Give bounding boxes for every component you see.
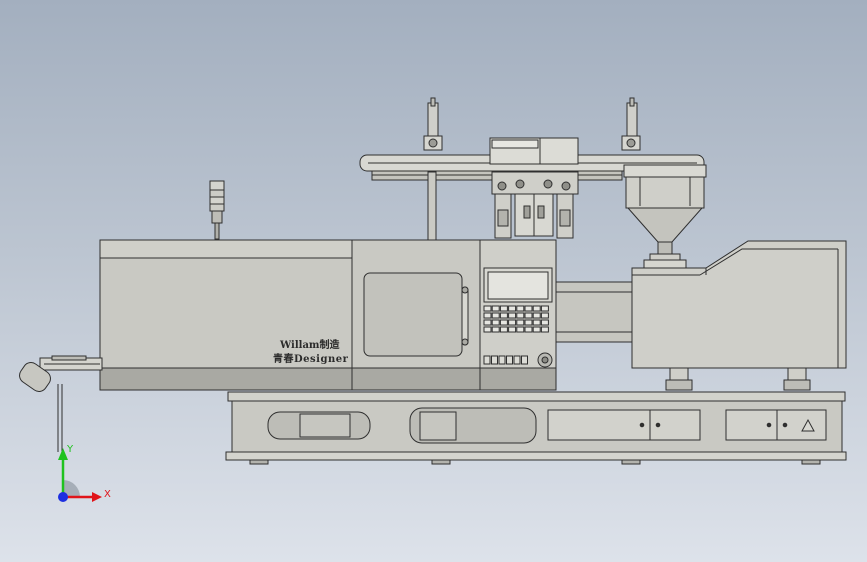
keypad-function-key bbox=[506, 355, 513, 365]
keypad-key bbox=[540, 305, 549, 312]
keypad-function-key bbox=[491, 355, 498, 365]
conveyor bbox=[19, 355, 103, 452]
keypad-key bbox=[491, 319, 500, 326]
brand-line-1: Willam制造 bbox=[279, 338, 341, 351]
origin-icon bbox=[58, 492, 68, 502]
keypad-key bbox=[516, 312, 525, 319]
injection-unit bbox=[554, 240, 847, 391]
keypad-key bbox=[508, 319, 517, 326]
keypad-key bbox=[491, 312, 500, 319]
keypad-key bbox=[499, 326, 508, 333]
keypad-key bbox=[540, 326, 549, 333]
control-panel bbox=[479, 239, 557, 391]
keypad-key bbox=[524, 312, 533, 319]
y-axis-label: Y bbox=[66, 444, 74, 455]
material-hopper bbox=[623, 164, 707, 270]
clamp-unit-body bbox=[99, 239, 481, 391]
keypad-key bbox=[491, 326, 500, 333]
x-axis-label: X bbox=[104, 489, 111, 500]
keypad-function-key bbox=[521, 355, 528, 365]
brand-line-2: 青春Designer bbox=[273, 352, 349, 365]
keypad-key bbox=[508, 312, 517, 319]
keypad-key bbox=[524, 326, 533, 333]
keypad-key bbox=[483, 319, 492, 326]
keypad-function-key bbox=[483, 355, 491, 365]
keypad-key bbox=[483, 305, 492, 312]
keypad-key bbox=[499, 312, 508, 319]
robot-gantry bbox=[359, 97, 705, 243]
machine-base bbox=[225, 391, 847, 465]
keypad-key bbox=[540, 319, 549, 326]
control-keypad bbox=[483, 305, 549, 365]
keypad-key bbox=[532, 319, 541, 326]
keypad-key bbox=[524, 305, 533, 312]
keypad-key bbox=[516, 326, 525, 333]
keypad-key bbox=[540, 312, 549, 319]
keypad-key bbox=[516, 305, 525, 312]
keypad-function-key bbox=[498, 355, 506, 365]
keypad-key bbox=[483, 312, 492, 319]
keypad-key bbox=[483, 326, 492, 333]
keypad-key bbox=[516, 319, 525, 326]
keypad-key bbox=[532, 312, 541, 319]
keypad-key bbox=[508, 305, 517, 312]
coordinate-triad: Y X bbox=[58, 444, 111, 502]
keypad-function-key bbox=[513, 355, 521, 365]
keypad-key bbox=[524, 319, 533, 326]
keypad-key bbox=[491, 305, 500, 312]
keypad-key bbox=[532, 326, 541, 333]
signal-tower-light bbox=[209, 180, 225, 240]
keypad-key bbox=[499, 319, 508, 326]
keypad-key bbox=[508, 326, 517, 333]
keypad-key bbox=[499, 305, 508, 312]
keypad-key bbox=[532, 305, 541, 312]
